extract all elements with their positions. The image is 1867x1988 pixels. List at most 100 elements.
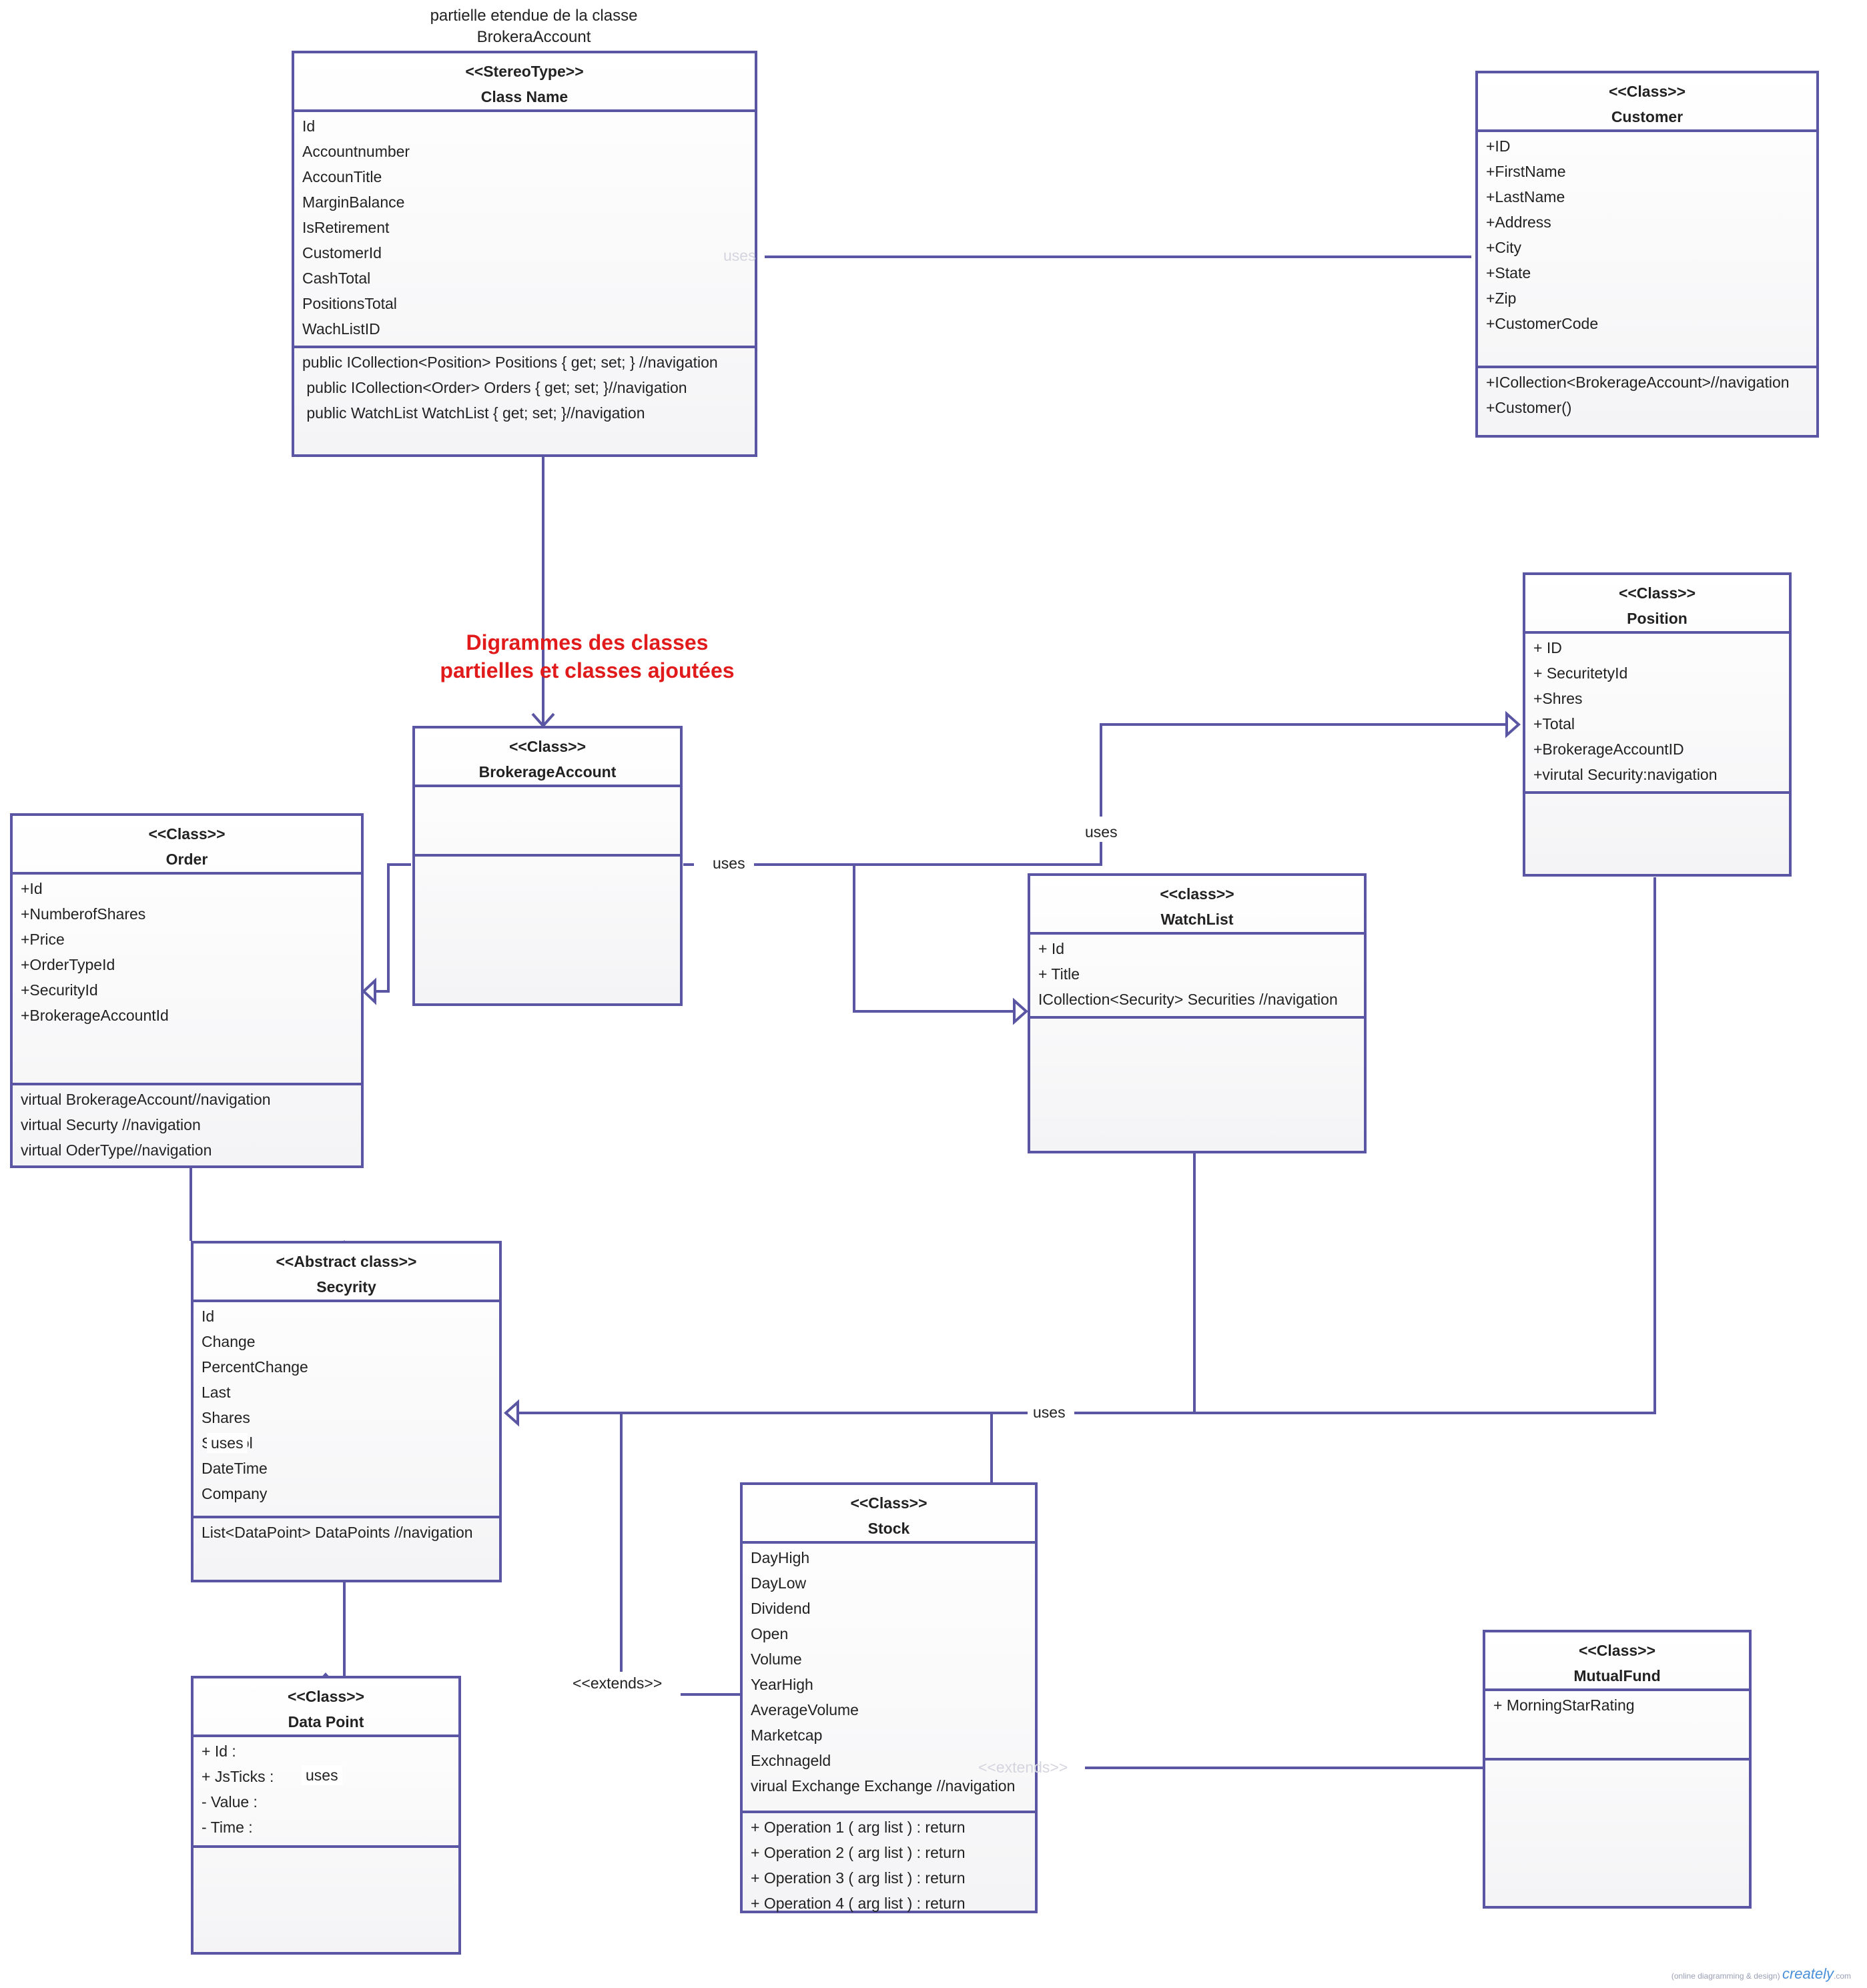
attribute-row: PercentChange [202,1358,308,1376]
attribute-row: AverageVolume [751,1701,859,1718]
class-name: Secyrity [316,1278,376,1296]
extends-label-left: <<extends>> [573,1674,663,1692]
class-position[interactable]: <<Class>>Position+ ID+ SecuritetyId+Shre… [1523,572,1792,877]
attribute-row: Marketcap [751,1726,823,1744]
class-name: Position [1627,610,1688,627]
operation-row: +ICollection<BrokerageAccount>//navigati… [1486,374,1790,391]
attribute-row: +LastName [1486,188,1565,205]
class-operations [194,1848,458,1849]
class-stereotype: <<Class>> [850,1494,927,1512]
class-stereotype: <<class>> [1160,885,1234,903]
class-data-point[interactable]: <<Class>>Data Point+ Id :+ JsTicks :- Va… [191,1676,461,1955]
class-attributes: + Id :+ JsTicks :- Value :- Time : [194,1737,458,1848]
class-header: <<Class>>Data Point [194,1678,458,1737]
triangle-order [362,977,376,1005]
attribute-row: ICollection<Security> Securities //navig… [1038,991,1338,1008]
attribute-row: +Id [21,880,43,897]
generalization-brokerage-order [375,863,411,993]
operation-row: List<DataPoint> DataPoints //navigation [202,1524,473,1541]
uses-label-bottom: uses [1029,1402,1070,1422]
uses-label-datapoint: uses [302,1765,342,1785]
attribute-row: Company [202,1485,268,1502]
operation-row: virtual Securty //navigation [21,1116,201,1133]
class-operations: virtual BrokerageAccount//navigation virt… [13,1085,361,1163]
attribute-row: +OrderTypeId [21,956,115,973]
attribute-row: - Time : [202,1819,253,1836]
operation-row: virtual OderType//navigation [21,1141,212,1159]
class-name: Class Name [480,88,569,105]
triangle-position [1505,710,1521,738]
operation-row: public ICollection<Order> Orders { get; … [302,379,687,396]
class-operations [1525,794,1789,795]
class-operations [415,857,680,858]
attribute-row: +FirstName [1486,163,1566,180]
generalization-watchlist [853,865,1014,1013]
class-stereotype: <<Class>> [1578,1642,1656,1659]
operation-row: + Operation 3 ( arg list ) : return [751,1869,966,1887]
attribute-row: DayHigh [751,1549,810,1566]
class-attributes: + ID+ SecuritetyId+Shres+Total+Brokerage… [1525,634,1789,794]
diagram-title: Digrammes des classes partielles et clas… [440,630,735,682]
class-header: <<Class>> Position [1525,575,1789,634]
attribute-row: Open [751,1625,789,1642]
operation-row: + Operation 1 ( arg list ) : return [751,1819,966,1836]
class-attributes [415,787,680,857]
class-header: <<Class>> MutualFund [1485,1632,1749,1691]
attribute-row: IsRetirement [302,219,390,236]
class-stereotype: <<Class>> [508,738,587,755]
uses-label-position: uses [1081,822,1122,842]
class-header: <<Class>> Order [13,816,361,875]
attribute-row: +Shres [1533,690,1583,707]
class-stereotype: <<Class>> [1608,83,1686,100]
attribute-row: +NumberofShares [21,905,146,923]
attribute-row: +City [1486,239,1522,256]
attribute-row: +Total [1533,715,1575,732]
class-operations: List<DataPoint> DataPoints //navigation [194,1518,499,1545]
attribute-row: +SecurityId [21,981,98,999]
attribute-row: Id [202,1308,215,1325]
class-order[interactable]: <<Class>>Order+Id+NumberofShares+Price+O… [10,813,364,1168]
attribute-row: virual Exchange Exchange //navigation [751,1777,1016,1795]
class-operations [1485,1761,1749,1762]
attribute-row: + ID [1533,639,1562,656]
attribute-row: + MorningStarRating [1493,1696,1635,1714]
attribute-row: +ID [1486,137,1511,155]
operation-row: virtual BrokerageAccount//navigation [21,1091,271,1108]
attribute-row: + Id [1038,940,1065,957]
attribute-row: WachListID [302,320,380,338]
class-header: <<StereoType>>Class Name [294,53,755,112]
operation-row: public WatchList WatchList { get; set; }… [302,404,645,422]
attribute-row: PositionsTotal [302,295,397,312]
uses-label-brokerage: uses [709,853,749,873]
class-name: Customer [1611,108,1684,125]
class-brokerage-account[interactable]: <<Class>>BrokerageAccount [412,726,683,1006]
class-stereotype: <<Class>> [1618,584,1696,602]
extends-label-right: <<extends>> [978,1759,1068,1776]
class-stereotype: <<Class>> [148,825,226,843]
creately-watermark: (online diagramming & design) creately.c… [1671,1965,1851,1982]
attribute-row: + JsTicks : [202,1768,274,1785]
attribute-row: Exchnageld [751,1752,831,1769]
class-attributes: IdChangePercentChangeLastSharesSymbolDat… [194,1302,499,1518]
class-name: WatchList [1160,911,1234,928]
class-name: MutualFund [1573,1667,1661,1684]
generalization-security-2 [1074,877,1656,1414]
partial-class-note: partielle etendue de la classe BrokeraAc… [430,7,638,46]
attribute-row: Dividend [751,1600,811,1617]
class-name: Order [165,851,208,868]
attribute-row: Volume [751,1650,802,1668]
attribute-row: MarginBalance [302,193,405,211]
class-operations: + Operation 1 ( arg list ) : return + Ope… [743,1813,1035,1916]
class-mutual-fund[interactable]: <<Class>> MutualFund + MorningStarRating [1483,1630,1752,1909]
class-customer[interactable]: <<Class>> Customer +ID +FirstName +LastName +… [1475,71,1819,438]
uses-label-security: uses [207,1433,248,1453]
attribute-row: Shares [202,1409,250,1426]
attribute-row: Last [202,1384,231,1401]
